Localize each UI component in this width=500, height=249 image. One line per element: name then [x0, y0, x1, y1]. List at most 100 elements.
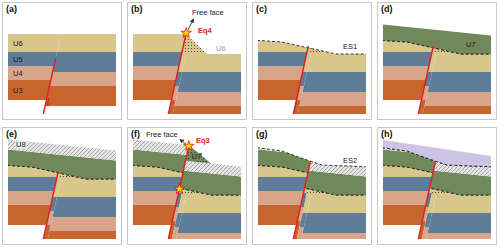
- strata-layer: [258, 54, 366, 72]
- shifted-block: [133, 141, 241, 239]
- strata-layer: [8, 179, 116, 197]
- footwall-block: [133, 54, 241, 114]
- panel-illustration: [242, 125, 382, 249]
- epicenter-star: [181, 27, 191, 37]
- footwall-block: [133, 195, 241, 239]
- hanging-block: [258, 54, 366, 114]
- hanging-block: [383, 54, 491, 114]
- panel-frame: (e)U8: [2, 127, 122, 245]
- erosion-surface: [383, 181, 491, 195]
- panel-illustration: [367, 0, 500, 126]
- strata-layer: [8, 86, 116, 106]
- strata-layer: [383, 233, 491, 239]
- erosion-surface: [383, 147, 491, 167]
- hanging-block: [383, 54, 491, 114]
- hanging-block: [133, 195, 241, 239]
- strata-layer: [258, 52, 366, 72]
- strata-layer: [133, 54, 241, 72]
- strata-layer: [258, 54, 366, 72]
- fault-line: [43, 58, 55, 114]
- strata-layer: [383, 213, 491, 233]
- cross-section: [383, 127, 491, 239]
- hanging-block: [133, 141, 241, 239]
- hanging-block: [133, 54, 241, 114]
- hanging-block: [258, 195, 366, 239]
- panel-label: (d): [381, 5, 393, 14]
- strata-layer: [258, 195, 366, 213]
- footwall-block: [133, 127, 241, 239]
- strata-layer: [133, 106, 241, 114]
- free-face-arrow: [180, 140, 186, 145]
- fault-line: [43, 171, 58, 239]
- erosion-surface: [258, 181, 366, 195]
- strata-layer: [383, 54, 491, 72]
- eroded-area: [258, 127, 366, 167]
- strata-layer: [258, 233, 366, 239]
- panel-frame: (h): [377, 127, 497, 245]
- strata-layer: [8, 177, 116, 197]
- strata-layer: [8, 72, 116, 86]
- strata-layer: [8, 52, 116, 72]
- hanging-block: [258, 54, 366, 114]
- epicenter-star: [184, 140, 194, 150]
- unit-label: ES2: [343, 157, 357, 165]
- panel-frame: (b)Free faceEq4U6: [127, 2, 247, 120]
- eroded-area: [8, 127, 116, 179]
- fault-line: [168, 145, 189, 239]
- unit-label: Eq3: [196, 137, 210, 145]
- cross-section: [258, 2, 366, 114]
- unit-label: U3: [13, 87, 23, 95]
- fault-line: [293, 161, 310, 239]
- erosion-surface: [258, 147, 366, 167]
- epicenter-star: [174, 183, 184, 193]
- footwall-block: [258, 195, 366, 239]
- erosion-surface: [383, 40, 491, 54]
- strata-layer: [133, 92, 241, 106]
- hanging-block: [133, 34, 241, 106]
- hanging-block: [8, 179, 116, 239]
- footwall-block: [383, 195, 491, 239]
- unit-label: U6: [216, 45, 226, 53]
- strata-layer: [8, 179, 116, 197]
- cross-section: [133, 34, 241, 114]
- panel-frame: (g) ES2: [252, 127, 372, 245]
- hanging-block: [133, 54, 241, 114]
- panel-illustration: [117, 125, 257, 249]
- panel-illustration: [242, 0, 382, 126]
- shifted-block: [133, 54, 241, 114]
- strata-layer: [8, 34, 116, 52]
- eroded-area: [258, 2, 366, 54]
- panel-illustration: [0, 34, 132, 114]
- panel-label: (g): [256, 130, 268, 139]
- strata-layer: [8, 197, 116, 217]
- panel-frame: (a)U6U5U4U3: [2, 2, 122, 120]
- hanging-block: [133, 195, 241, 239]
- strata-layer: [133, 233, 241, 239]
- cross-section: [383, 2, 491, 114]
- shifted-block: [8, 179, 116, 239]
- panel-illustration: [117, 19, 257, 126]
- unit-label: U7: [466, 41, 476, 49]
- panel-label: (e): [6, 130, 17, 139]
- shifted-block: [133, 195, 241, 239]
- rock-unit: [383, 139, 491, 167]
- strata-layer: [383, 92, 491, 106]
- strata-layer: [8, 231, 116, 239]
- strata-layer: [383, 54, 491, 72]
- free-face-arrow: [188, 19, 194, 30]
- strata-layer: [383, 106, 491, 114]
- panel-label: (a): [6, 5, 17, 14]
- hanging-block: [8, 34, 116, 106]
- fault-line: [418, 46, 433, 114]
- footwall-block: [133, 34, 241, 106]
- shifted-block: [383, 195, 491, 239]
- rock-unit: [8, 139, 116, 161]
- strata-layer: [383, 72, 491, 92]
- unit-label: U6: [13, 40, 23, 48]
- strata-layer: [133, 52, 241, 72]
- cross-section: [258, 127, 366, 239]
- unit-label: U5: [13, 56, 23, 64]
- footwall-block: [383, 54, 491, 114]
